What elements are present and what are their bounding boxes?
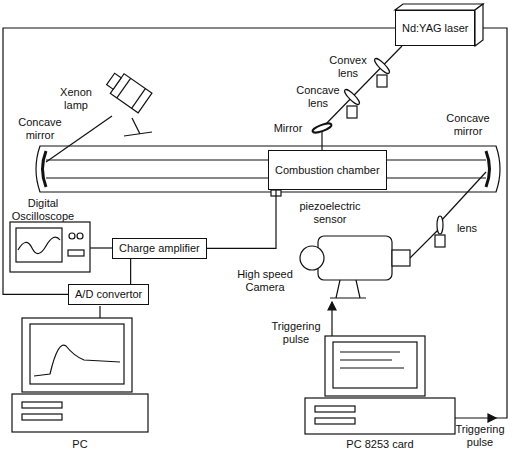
- part-label: PC: [55, 438, 105, 451]
- part-label: PC 8253 card: [320, 438, 440, 451]
- equipment-box: Charge amplifier: [112, 238, 207, 259]
- signal-wire: [3, 28, 395, 294]
- part-label: Concave mirror: [14, 116, 66, 141]
- part-label: Triggering pulse: [452, 423, 508, 448]
- signal-wire: [207, 190, 276, 248]
- part-label: piezoelectric sensor: [290, 200, 370, 225]
- equipment-box: A/D convertor: [68, 284, 149, 305]
- box-text: Charge amplifier: [119, 242, 200, 255]
- part-label: lens: [452, 222, 482, 235]
- part-label: Mirror: [268, 122, 308, 135]
- part-label: Triggering pulse: [266, 320, 326, 345]
- box-text: Nd:YAG laser: [402, 22, 468, 35]
- equipment-box: Nd:YAG laser: [395, 10, 475, 46]
- signal-wire: [130, 259, 131, 284]
- equipment-box: Combustion chamber: [268, 150, 387, 190]
- part-label: High speed Camera: [236, 268, 294, 293]
- part-label: Xenon lamp: [55, 86, 97, 111]
- box-text: Combustion chamber: [275, 164, 380, 177]
- part-label: Concave lens: [294, 84, 342, 109]
- part-label: Digital Oscilloscope: [8, 197, 78, 222]
- box-text: A/D convertor: [75, 288, 142, 301]
- part-label: Concave mirror: [442, 112, 494, 137]
- part-label: Convex lens: [326, 54, 370, 79]
